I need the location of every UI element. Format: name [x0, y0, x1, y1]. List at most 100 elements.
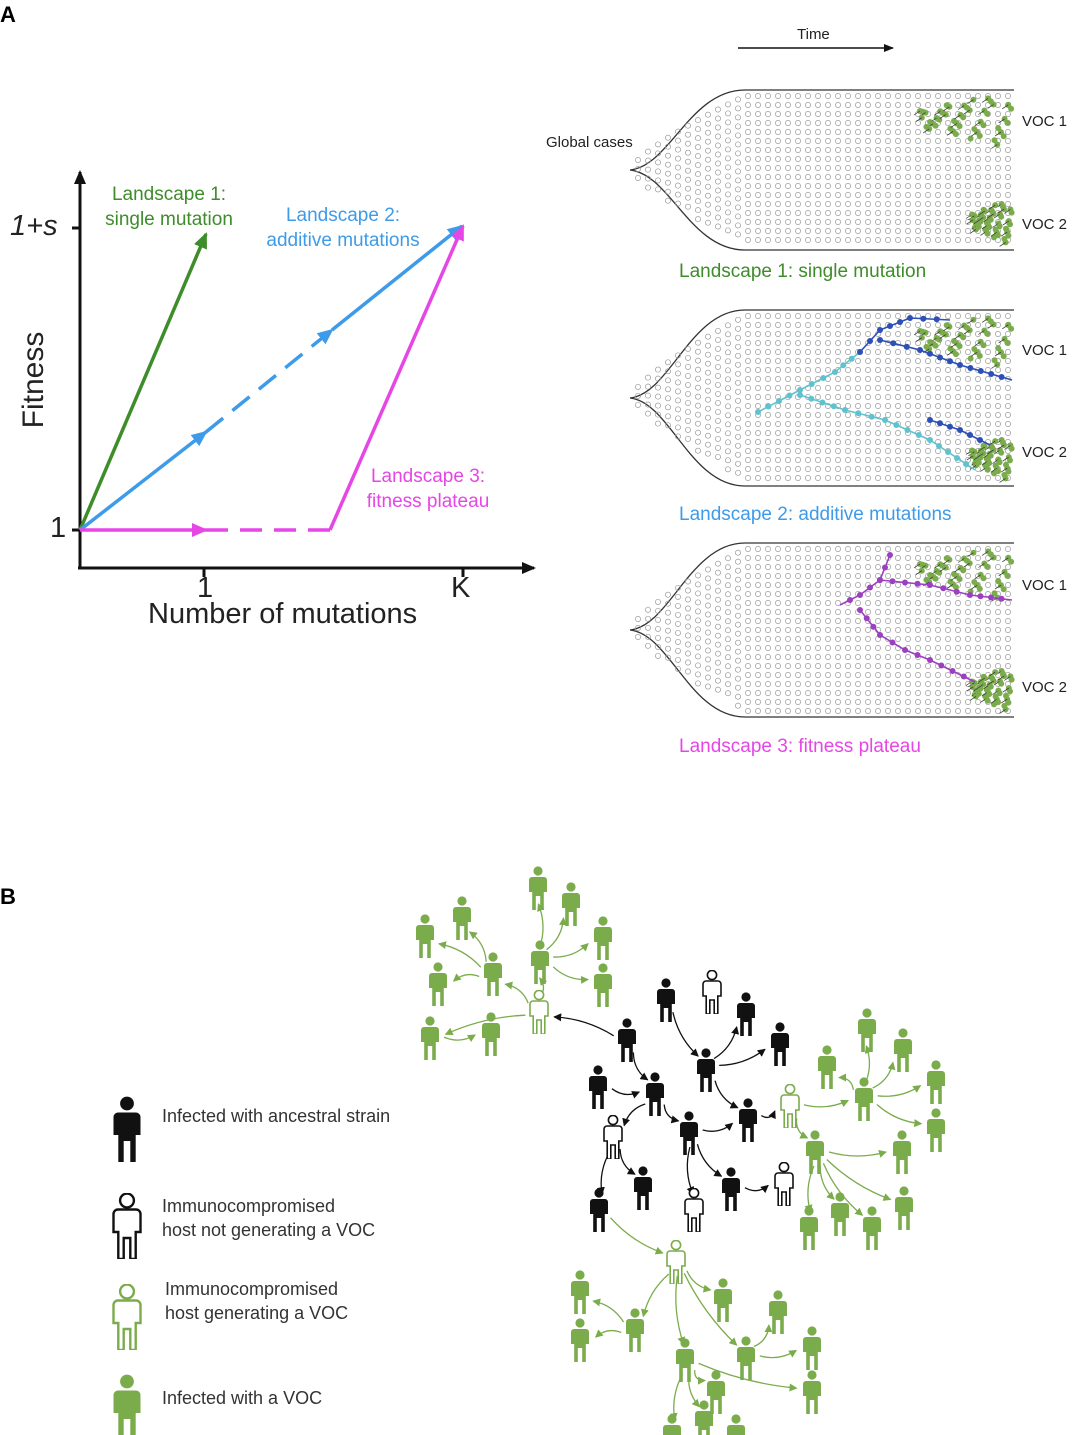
- case-dot: [695, 366, 701, 373]
- case-dot: [885, 573, 891, 579]
- voc-case: [976, 352, 983, 359]
- y-tick-label-1: 1: [50, 512, 67, 544]
- case-dot: [945, 430, 951, 436]
- case-dot: [835, 349, 841, 355]
- case-dot: [765, 421, 771, 427]
- case-dot: [915, 708, 921, 714]
- case-dot: [905, 448, 911, 454]
- case-dot: [675, 146, 681, 153]
- case-dot: [935, 430, 941, 436]
- case-dot: [905, 358, 911, 364]
- case-dot: [645, 642, 651, 649]
- case-dot: [785, 183, 791, 189]
- person-voc-icon: [453, 896, 471, 940]
- case-dot: [685, 158, 691, 165]
- case-dot: [925, 219, 931, 225]
- case-dot: [915, 421, 921, 427]
- case-dot: [655, 375, 661, 382]
- transmission-arrow-voc: [694, 1370, 706, 1385]
- case-dot: [765, 385, 771, 391]
- case-dot: [995, 546, 1001, 552]
- case-dot: [795, 636, 801, 642]
- case-dot: [815, 147, 821, 153]
- case-dot: [845, 654, 851, 660]
- case-dot: [685, 131, 691, 138]
- case-dot: [705, 174, 711, 181]
- case-dot: [835, 618, 841, 624]
- case-dot: [785, 358, 791, 364]
- case-dot: [735, 213, 741, 220]
- case-dot: [775, 654, 781, 660]
- transmission-arrow-voc: [795, 1118, 809, 1139]
- case-dot: [975, 237, 981, 243]
- landscape-2-label: Landscape 2: additive mutations: [255, 203, 431, 253]
- case-dot: [835, 654, 841, 660]
- case-dot: [885, 582, 891, 588]
- case-dot: [925, 448, 931, 454]
- case-dot: [835, 421, 841, 427]
- mutation-node: [937, 354, 943, 361]
- case-dot: [745, 618, 751, 624]
- case-dot: [795, 102, 801, 108]
- case-dot: [765, 165, 771, 171]
- case-dot: [955, 228, 961, 234]
- case-dot: [835, 129, 841, 135]
- case-dot: [835, 582, 841, 588]
- case-dot: [735, 567, 741, 574]
- landscape-1-label-line-2: single mutation: [105, 209, 233, 230]
- case-dot: [955, 313, 961, 319]
- case-dot: [855, 111, 861, 117]
- case-dot: [865, 138, 871, 144]
- case-dot: [905, 672, 911, 678]
- voc-case: [932, 122, 939, 129]
- case-dot: [905, 681, 911, 687]
- case-dot: [805, 313, 811, 319]
- case-dot: [735, 406, 741, 413]
- case-dot: [685, 381, 691, 388]
- landscape-3-label-line-2: fitness plateau: [366, 491, 490, 512]
- case-dot: [805, 111, 811, 117]
- transmission-arrow-ancestral: [713, 1026, 739, 1060]
- mutation-node: [960, 673, 967, 680]
- case-dot: [755, 708, 761, 714]
- case-dot: [925, 156, 931, 162]
- case-dot: [865, 228, 871, 234]
- case-dot: [945, 165, 951, 171]
- case-dot: [915, 210, 921, 216]
- case-dot: [775, 237, 781, 243]
- case-dot: [955, 322, 961, 328]
- case-dot: [745, 708, 751, 714]
- case-dot: [805, 609, 811, 615]
- case-dot: [835, 699, 841, 705]
- case-dot: [815, 573, 821, 579]
- mutation-node: [977, 368, 984, 374]
- case-dot: [995, 192, 1001, 198]
- case-dot: [775, 331, 781, 337]
- case-dot: [995, 165, 1001, 171]
- case-dot: [925, 636, 931, 642]
- voc-branch: [977, 684, 984, 689]
- case-dot: [875, 129, 881, 135]
- case-dot: [925, 201, 931, 207]
- case-dot: [725, 200, 731, 207]
- case-dot: [715, 187, 721, 194]
- case-dot: [765, 102, 771, 108]
- case-dot: [975, 322, 981, 328]
- case-dot: [995, 183, 1001, 189]
- case-dot: [715, 632, 721, 639]
- voc-branch: [1002, 104, 1009, 110]
- case-dot: [715, 426, 721, 433]
- case-dot: [865, 466, 871, 472]
- case-dot: [935, 102, 941, 108]
- case-dot: [895, 448, 901, 454]
- case-dot: [645, 157, 651, 164]
- case-dot: [945, 376, 951, 382]
- voc-branch: [978, 210, 985, 216]
- case-dot: [715, 659, 721, 666]
- case-dot: [715, 169, 721, 176]
- voc1-cluster: [913, 95, 1015, 149]
- case-dot: [985, 600, 991, 606]
- mutation-node: [927, 350, 933, 357]
- case-dot: [885, 448, 891, 454]
- case-dot: [845, 219, 851, 225]
